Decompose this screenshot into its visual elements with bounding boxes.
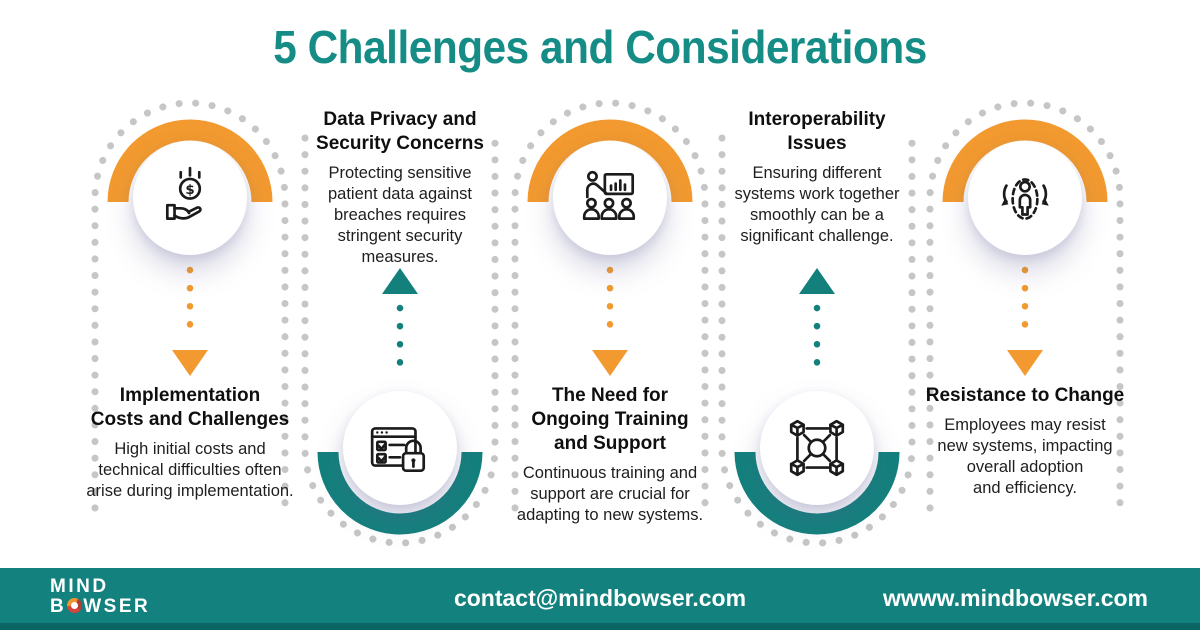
dotted-capsule — [511, 99, 709, 512]
challenge-text: Implementation Costs and Challenges High… — [69, 384, 311, 502]
arrow-up-icon — [799, 268, 835, 294]
arrow-up-icon — [382, 268, 418, 294]
icon-badge — [343, 391, 457, 505]
mindbowser-logo: MIND B WSER — [50, 577, 150, 617]
challenge-text: Resistance to Change Employees may resis… — [904, 384, 1146, 499]
dotted-capsule — [301, 134, 499, 547]
challenge-implementation-costs: $ Implementation Costs and Challenges Hi… — [85, 88, 295, 570]
accent-arc — [734, 451, 900, 535]
accent-arc — [317, 451, 483, 535]
column-decoration — [926, 99, 1124, 512]
challenge-training-support: The Need for Ongoing Training and Suppor… — [505, 88, 715, 570]
interoperability-network-icon — [789, 419, 845, 477]
challenge-description: High initial costs and technical difficu… — [86, 440, 294, 500]
challenge-heading: Resistance to Change — [925, 385, 1125, 406]
challenge-resistance-change: Resistance to Change Employees may resis… — [920, 88, 1130, 570]
logo-line1: MIND — [50, 576, 109, 597]
challenge-heading: The Need for Ongoing Training and Suppor… — [531, 385, 689, 454]
footer-bar: MIND B WSER contact@mindbowser.com wwww.m… — [0, 568, 1200, 630]
challenge-description: Ensuring different systems work together… — [734, 164, 900, 245]
dotted-capsule — [91, 99, 289, 512]
icon-badge — [968, 141, 1082, 255]
dotted-capsule — [718, 134, 916, 547]
challenge-text: Interoperability Issues Ensuring differe… — [696, 108, 938, 247]
logo-line2-prefix: B — [50, 596, 67, 617]
column-decoration — [511, 99, 709, 512]
accent-arc — [107, 119, 273, 203]
icon-badge — [553, 141, 667, 255]
accent-arc — [527, 119, 693, 203]
logo-line2-suffix: WSER — [83, 596, 151, 617]
challenge-description: Continuous training and support are cruc… — [516, 464, 704, 524]
logo-swirl-o-icon — [67, 598, 83, 613]
accent-arc — [942, 119, 1108, 203]
dotted-capsule — [926, 99, 1124, 512]
challenge-data-privacy: Data Privacy and Security Concerns Prote… — [295, 88, 505, 570]
column-decoration — [301, 134, 499, 547]
column-decoration — [91, 99, 289, 512]
challenge-description: Employees may resist new systems, impact… — [937, 416, 1113, 497]
challenge-description: Protecting sensitive patient data agains… — [327, 164, 473, 266]
page-title: 5 Challenges and Considerations — [273, 21, 927, 73]
challenge-heading: Implementation Costs and Challenges — [90, 385, 290, 430]
column-decoration — [718, 134, 916, 547]
resistance-person-icon — [1001, 178, 1049, 220]
challenge-heading: Interoperability Issues — [748, 109, 886, 154]
footer-accent-strip — [0, 623, 1200, 630]
icon-badge — [760, 391, 874, 505]
challenge-text: Data Privacy and Security Concerns Prote… — [279, 108, 521, 268]
challenge-text: The Need for Ongoing Training and Suppor… — [489, 384, 731, 526]
arrow-down-icon — [1007, 350, 1043, 376]
svg-text:$: $ — [185, 183, 194, 198]
arrow-down-icon — [592, 350, 628, 376]
icon-badge: $ — [133, 141, 247, 255]
training-presentation-icon — [582, 170, 636, 220]
money-hand-icon: $ — [165, 166, 202, 220]
arrow-down-icon — [172, 350, 208, 376]
challenge-interoperability: Interoperability Issues Ensuring differe… — [712, 88, 922, 570]
website-url: wwww.mindbowser.com — [883, 585, 1148, 611]
contact-email: contact@mindbowser.com — [453, 585, 747, 611]
secure-checklist-icon — [370, 427, 426, 473]
challenge-heading: Data Privacy and Security Concerns — [316, 109, 484, 154]
